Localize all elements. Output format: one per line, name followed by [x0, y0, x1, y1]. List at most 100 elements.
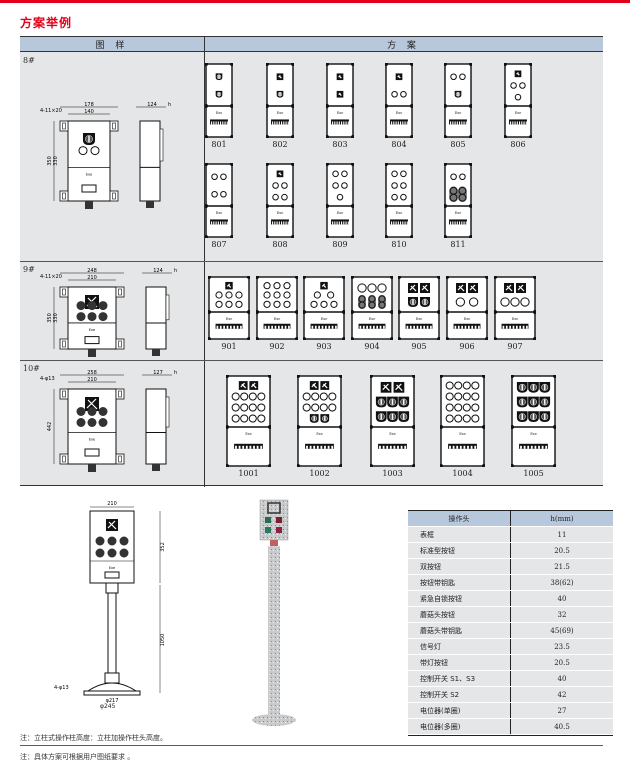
note-column-height: 注：立柱式操作柱高度：立柱加操作柱头高度。 — [20, 734, 167, 742]
meter-icon — [504, 283, 514, 293]
double-button-icon — [367, 294, 377, 310]
plan-id: 805 — [450, 140, 466, 149]
svg-text:330: 330 — [53, 156, 59, 166]
button-icon — [510, 297, 520, 307]
svg-text:352: 352 — [160, 542, 166, 552]
double-button-icon — [458, 186, 467, 203]
button-icon — [78, 146, 88, 156]
svg-text:Exe: Exe — [337, 211, 344, 215]
button-icon — [248, 414, 257, 423]
svg-text:330: 330 — [53, 313, 59, 323]
plan-id: 907 — [507, 342, 523, 351]
double-button-icon — [377, 294, 387, 310]
svg-text:178: 178 — [84, 102, 94, 108]
button-icon — [459, 173, 466, 181]
svg-text:210: 210 — [107, 501, 117, 507]
button-icon — [220, 173, 227, 181]
panel-diagram: Exe — [444, 63, 472, 138]
svg-text:442: 442 — [47, 422, 53, 432]
button-icon — [328, 392, 337, 401]
svg-text:Exe: Exe — [512, 317, 519, 321]
key-switch-icon — [539, 411, 551, 423]
key-switch-icon — [516, 381, 528, 393]
svg-text:4-11×20: 4-11×20 — [40, 274, 62, 280]
button-icon — [449, 193, 458, 202]
panel-diagram: Exe — [504, 63, 532, 138]
svg-text:Exe: Exe — [89, 438, 95, 442]
svg-text:Exe: Exe — [274, 317, 281, 321]
op-h-value: 11 — [557, 530, 567, 539]
panel-diagram: Exe — [494, 276, 536, 340]
meter-icon — [249, 381, 259, 390]
key-switch-icon — [539, 381, 551, 393]
button-icon — [450, 73, 457, 81]
key-switch-icon — [309, 414, 319, 423]
button-icon — [319, 403, 328, 412]
op-name: 双按钮 — [408, 559, 511, 574]
op-name: 控制开关 S1、S3 — [408, 671, 511, 686]
key-switch-icon — [528, 411, 539, 423]
meter-icon — [393, 381, 405, 393]
button-icon — [319, 392, 328, 401]
button-icon — [240, 392, 249, 401]
key-switch-icon — [398, 396, 410, 408]
button-icon — [263, 300, 271, 308]
button-icon — [320, 300, 328, 308]
button-icon — [519, 82, 526, 89]
button-icon — [400, 90, 407, 98]
panel-diagram: Exe — [256, 276, 298, 340]
button-icon — [332, 170, 339, 178]
plan-id: 903 — [316, 342, 332, 351]
plan-id: 1003 — [382, 469, 403, 478]
plan-id: 809 — [332, 240, 348, 249]
button-icon — [240, 414, 249, 423]
double-button-icon — [449, 186, 458, 203]
op-h-value: 27 — [557, 706, 567, 715]
op-h-value: 23.5 — [554, 642, 570, 651]
button-icon — [330, 300, 338, 308]
meter-icon — [336, 90, 344, 98]
plan-id: 806 — [510, 140, 526, 149]
key-switch-icon — [528, 396, 539, 408]
svg-text:210: 210 — [87, 275, 97, 281]
plan-806: Exe 806 — [504, 63, 532, 152]
button-icon — [215, 300, 223, 308]
button-icon — [462, 392, 471, 401]
button-icon — [520, 297, 530, 307]
op-name: 蘑菇头带钥匙 — [408, 623, 511, 638]
plan-id: 801 — [211, 140, 227, 149]
panel-diagram: Exe — [297, 375, 342, 467]
panel-diagram: Exe — [398, 276, 440, 340]
panel-diagram: Exe — [385, 63, 413, 138]
svg-text:Exe: Exe — [396, 111, 403, 115]
button-icon — [283, 282, 291, 290]
plan-id: 1001 — [238, 469, 259, 478]
note-separator — [20, 745, 603, 746]
button-icon — [500, 297, 510, 307]
product-photo — [250, 492, 310, 732]
svg-text:350: 350 — [47, 313, 53, 323]
meter-icon — [320, 281, 328, 290]
op-h-value: 21.5 — [554, 562, 570, 571]
button-icon — [240, 403, 249, 412]
button-icon — [400, 170, 407, 178]
svg-text:350: 350 — [47, 156, 53, 166]
button-icon — [454, 392, 463, 401]
top-accent-bar — [0, 0, 630, 3]
key-switch-icon — [215, 73, 223, 81]
key-switch-icon — [320, 414, 330, 423]
button-icon — [283, 291, 291, 299]
